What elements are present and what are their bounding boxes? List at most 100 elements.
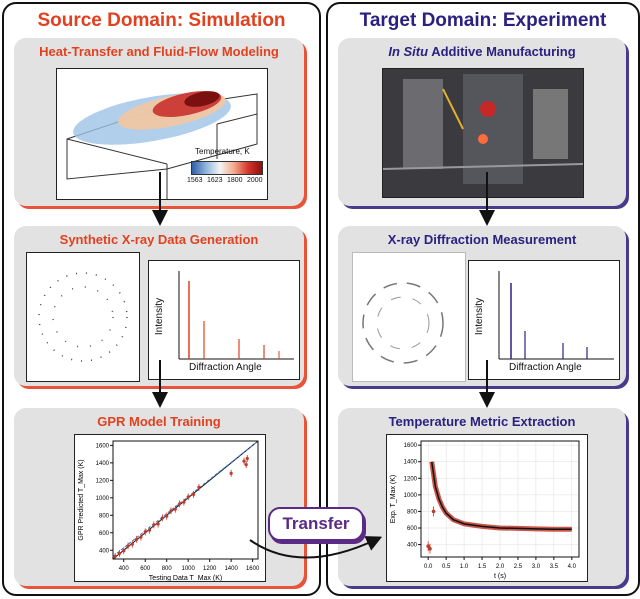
gpr-data-point — [147, 528, 152, 532]
gpr-data-point — [229, 471, 233, 475]
heat-transfer-title: Heat-Transfer and Fluid-Flow Modeling — [39, 44, 279, 59]
measured-diffraction-pattern — [352, 252, 466, 382]
measured-intensity-plot: Intensity Diffraction Angle — [468, 260, 620, 380]
temperature-extraction-panel: Temperature Metric Extraction 0.0 0.5 1.0 1… — [338, 408, 626, 586]
gpr-y-tick-label: 800 — [99, 513, 110, 519]
gpr-x-tick-label: 1600 — [246, 566, 260, 572]
gpr-data-point — [152, 523, 156, 527]
gpr-data-point — [191, 492, 196, 496]
gpr-x-tick-label: 1000 — [182, 566, 196, 572]
gpr-fit-dashed-line — [112, 440, 259, 557]
gpr-y-tick-label: 1000 — [96, 496, 110, 502]
exp-x-tick-label: 3.5 — [550, 564, 559, 570]
plot-frame — [112, 440, 259, 560]
gpr-x-tick-label: 600 — [140, 566, 151, 572]
additive-manufacturing-panel: In Situ Additive Manufacturing — [338, 38, 626, 206]
gpr-data-point — [160, 516, 165, 520]
gpr-data-point — [245, 456, 249, 461]
gpr-data-point — [165, 514, 169, 518]
gpr-y-axis-label: GPR Predicted T_Max (K) — [78, 459, 85, 540]
gpr-data-point — [130, 542, 134, 546]
additive-manufacturing-title: In Situ Additive Manufacturing — [338, 44, 626, 59]
legend-tick-2000: 2000 — [247, 177, 263, 184]
gpr-data-point — [143, 530, 147, 534]
exp-y-tick-label: 600 — [407, 526, 418, 532]
legend-tick-1623: 1623 — [207, 177, 223, 184]
synthetic-diffraction-pattern — [26, 252, 140, 382]
gpr-y-tick-label: 1400 — [96, 461, 110, 467]
gpr-data-point — [126, 544, 130, 548]
synthetic-xray-title: Synthetic X-ray Data Generation — [59, 232, 259, 247]
exp-x-tick-label: 0.0 — [424, 564, 433, 570]
gpr-y-tick-label: 600 — [99, 531, 110, 537]
legend-tick-1800: 1800 — [227, 177, 243, 184]
experimental-setup-photo — [382, 68, 584, 198]
gpr-y-tick-label: 400 — [99, 548, 110, 554]
gpr-y-tick-label: 1600 — [96, 443, 110, 449]
legend-tick-1563: 1563 — [187, 177, 203, 184]
gpr-training-title: GPR Model Training — [97, 414, 221, 429]
source-domain-container: Source Domain: Simulation Heat-Transfer … — [2, 2, 321, 596]
gpr-data-point — [156, 522, 160, 526]
target-domain-title: Target Domain: Experiment — [359, 10, 607, 31]
exp-y-tick-label: 400 — [407, 543, 418, 549]
gpr-x-tick-label: 1400 — [224, 566, 238, 572]
gpr-data-point — [117, 551, 122, 555]
exp-y-axis-label: Exp. T_Max (K) — [390, 475, 397, 524]
gpr-data-point — [244, 463, 248, 467]
exp-x-tick-label: 3.0 — [532, 564, 541, 570]
measured-angle-xlabel: Diffraction Angle — [509, 362, 582, 373]
transfer-label: Transfer — [268, 507, 364, 541]
exp-x-tick-label: 1.5 — [478, 564, 487, 570]
exp-x-axis-label: t (s) — [494, 573, 506, 580]
gpr-data-point — [113, 554, 117, 558]
exp-x-tick-label: 4.0 — [568, 564, 577, 570]
synthetic-intensity-ylabel: Intensity — [154, 297, 166, 336]
gpr-training-panel: GPR Model Training 400 600 800 1000 1200 1400… — [14, 408, 304, 586]
gpr-data-point — [182, 500, 186, 504]
exp-x-tick-label: 2.5 — [514, 564, 523, 570]
melt-pool-simulation-graphic — [66, 91, 258, 199]
temperature-extraction-title: Temperature Metric Extraction — [388, 414, 576, 429]
exp-y-tick-label: 1000 — [404, 493, 418, 499]
gpr-y-tick-label: 1200 — [96, 478, 110, 484]
measured-intensity-ylabel: Intensity — [474, 297, 486, 336]
exp-x-tick-label: 1.0 — [460, 564, 469, 570]
exp-data-point — [431, 509, 436, 514]
synthetic-intensity-plot: Intensity Diffraction Angle — [148, 260, 300, 380]
exp-y-tick-label: 1200 — [404, 476, 418, 482]
gpr-data-point — [186, 495, 190, 499]
temperature-legend-title: Temperature, K — [195, 147, 250, 156]
gpr-x-tick-label: 1200 — [203, 566, 217, 572]
xray-measurement-title: X-ray Diffraction Measurement — [387, 232, 577, 247]
temperature-time-chart: 0.0 0.5 1.0 1.5 2.0 2.5 3.0 3.5 4.0 400 600 800 1000… — [390, 440, 580, 580]
gpr-data-point — [122, 549, 126, 553]
temperature-colorbar — [191, 161, 263, 175]
gpr-data-point — [139, 535, 143, 539]
synthetic-angle-xlabel: Diffraction Angle — [189, 362, 262, 373]
exp-y-tick-label: 1600 — [404, 443, 418, 449]
gpr-data-point — [169, 509, 173, 513]
exp-x-tick-label: 2.0 — [496, 564, 505, 570]
gpr-data-point — [197, 485, 201, 489]
xray-measurement-panel: X-ray Diffraction Measurement Intensity … — [338, 226, 626, 386]
exp-x-tick-label: 0.5 — [442, 564, 451, 570]
decay-curve — [431, 461, 572, 530]
gpr-data-point — [177, 502, 182, 506]
gpr-data-point — [242, 459, 246, 463]
exp-y-tick-label: 800 — [407, 509, 418, 515]
gpr-x-tick-label: 400 — [119, 566, 130, 572]
melt-pool-simulation-image: Temperature, K 1563 1623 1800 2000 — [56, 68, 268, 200]
gpr-data-point — [173, 507, 177, 511]
temperature-time-plot: 0.0 0.5 1.0 1.5 2.0 2.5 3.0 3.5 4.0 400 600 800 1000… — [386, 434, 588, 582]
additive-manufacturing-text: Additive Manufacturing — [428, 44, 576, 59]
heat-transfer-panel: Heat-Transfer and Fluid-Flow Modeling Te… — [14, 38, 304, 206]
source-domain-title: Source Domain: Simulation — [37, 10, 286, 31]
exp-y-tick-label: 1400 — [404, 460, 418, 466]
exp-data-point — [428, 546, 432, 551]
in-situ-text: In Situ — [388, 44, 429, 59]
exp-data-point — [426, 544, 430, 549]
gpr-x-axis-label: Testing Data T_Max (K) — [149, 575, 222, 581]
